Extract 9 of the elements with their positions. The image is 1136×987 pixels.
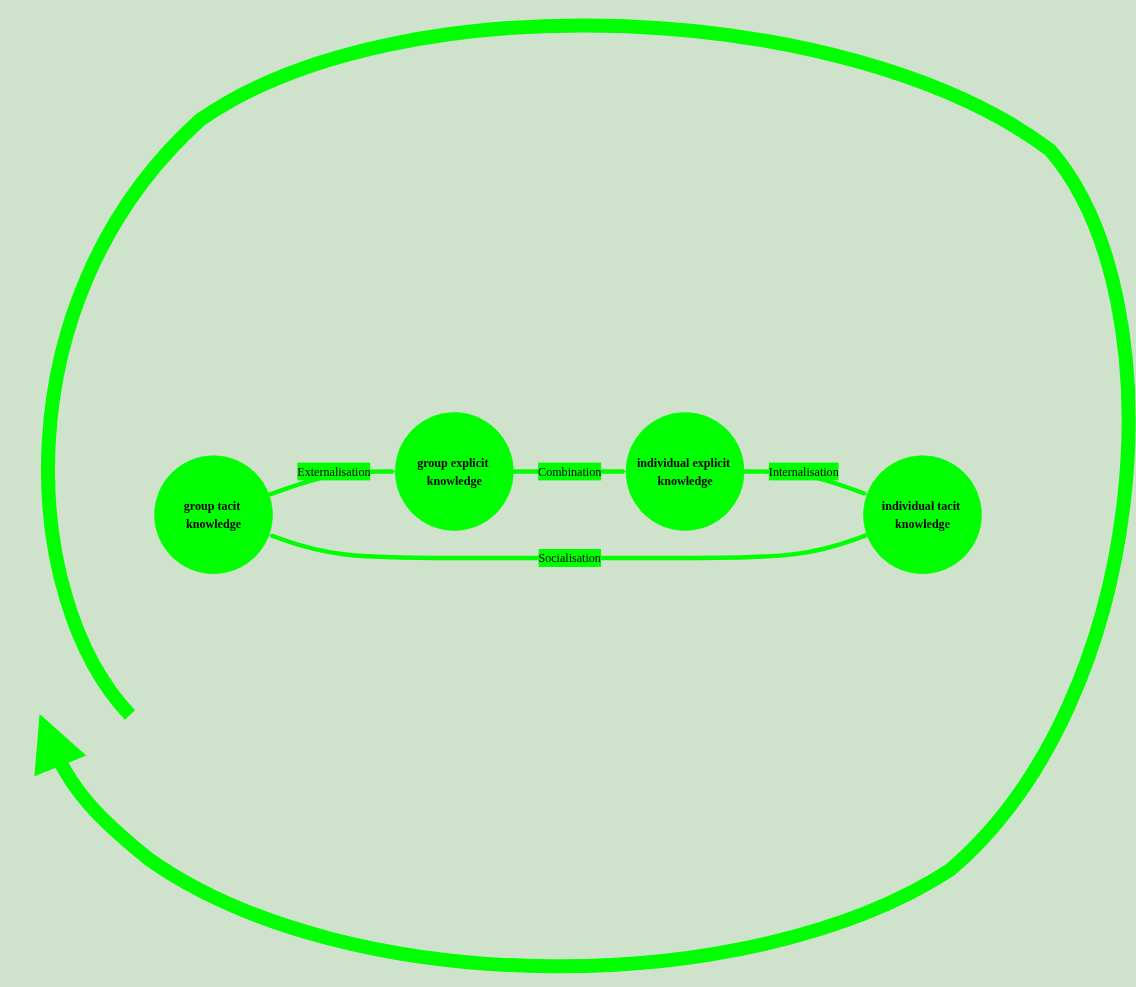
node-circle: group explicit knowledge (394, 412, 514, 532)
edge-label: Externalisation (297, 464, 371, 479)
edge-label: Combination (538, 464, 602, 479)
edge-label: Socialisation (538, 551, 601, 566)
edge-label: Internalisation (768, 464, 839, 479)
node-circle: individual explicit knowledge (625, 412, 745, 532)
node-circle: individual tacit knowledge (863, 455, 982, 575)
arrow (268, 533, 868, 561)
node-circle: group tacit knowledge (154, 455, 273, 575)
